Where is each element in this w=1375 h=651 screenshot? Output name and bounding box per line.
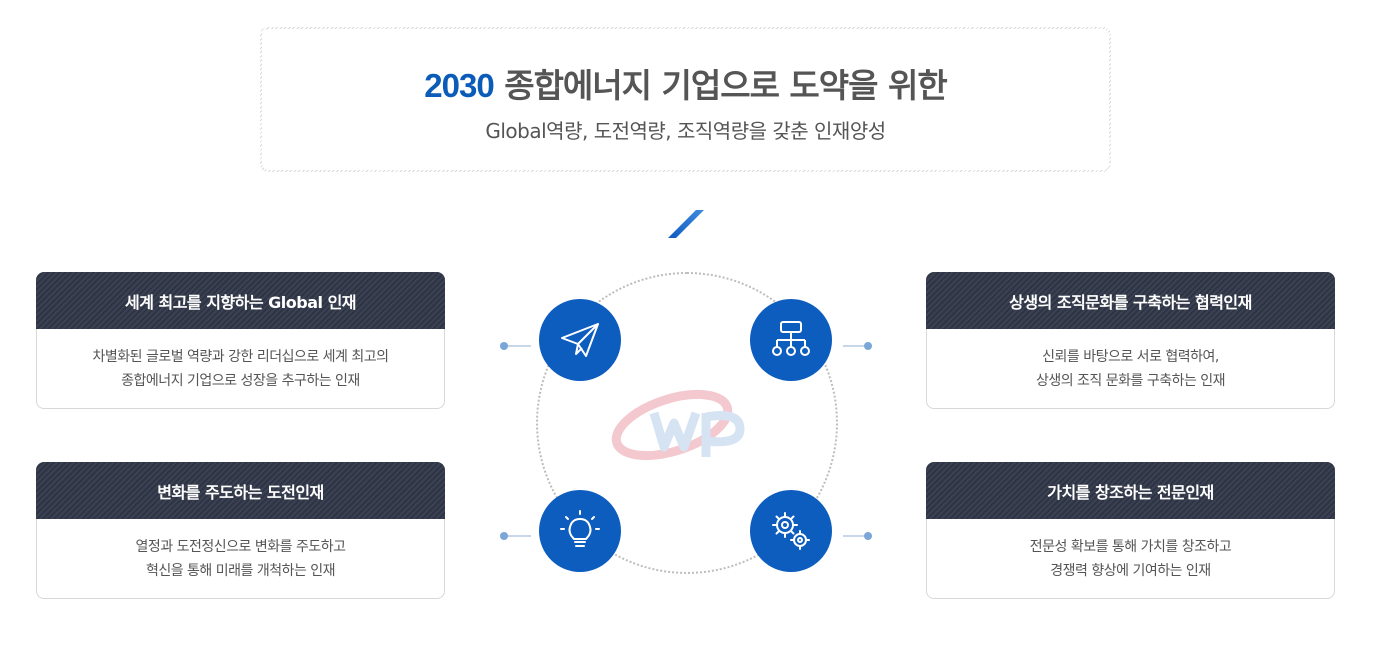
card-description-line: 전문성 확보를 통해 가치를 창조하고 — [1029, 538, 1232, 555]
paper-plane-icon — [561, 323, 599, 357]
headline-year: 2030 — [424, 67, 494, 104]
headline-text: 종합에너지 기업으로 도약을 위한 — [504, 66, 948, 105]
card-title: 상생의 조직문화를 구축하는 협력인재 — [926, 272, 1335, 329]
card-description-line: 혁신을 통해 미래를 개척하는 인재 — [145, 562, 336, 579]
connector-dot-br — [864, 532, 872, 540]
lightbulb-icon — [560, 510, 600, 547]
gears-icon — [772, 512, 810, 550]
card-description: 차별화된 글로벌 역량과 강한 리더십으로 세계 최고의 종합에너지 기업으로 … — [36, 329, 445, 409]
headline-box: 2030 종합에너지 기업으로 도약을 위한 Global역량, 도전역량, 조… — [260, 27, 1111, 172]
headline-box-inner: 2030 종합에너지 기업으로 도약을 위한 Global역량, 도전역량, 조… — [262, 29, 1109, 170]
cooperative-talent-badge — [750, 299, 832, 381]
card-description-line: 신뢰를 바탕으로 서로 협력하여, — [1042, 348, 1219, 365]
card-expert-talent: 가치를 창조하는 전문인재 전문성 확보를 통해 가치를 창조하고 경쟁력 향상… — [926, 462, 1335, 599]
headline-title: 2030 종합에너지 기업으로 도약을 위한 — [262, 29, 1109, 107]
connector-dot-bl — [500, 532, 508, 540]
card-description-line: 차별화된 글로벌 역량과 강한 리더십으로 세계 최고의 — [92, 348, 389, 365]
slash-decoration-icon — [668, 210, 704, 238]
card-description: 신뢰를 바탕으로 서로 협력하여, 상생의 조직 문화를 구축하는 인재 — [926, 329, 1335, 409]
card-description-line: 상생의 조직 문화를 구축하는 인재 — [1035, 372, 1226, 389]
card-description-line: 경쟁력 향상에 기여하는 인재 — [1050, 562, 1211, 579]
challenge-talent-badge — [539, 490, 621, 572]
card-title: 변화를 주도하는 도전인재 — [36, 462, 445, 519]
connector-dot-tr — [864, 342, 872, 350]
expert-talent-badge — [750, 490, 832, 572]
card-cooperative-talent: 상생의 조직문화를 구축하는 협력인재 신뢰를 바탕으로 서로 협력하여, 상생… — [926, 272, 1335, 409]
card-title: 가치를 창조하는 전문인재 — [926, 462, 1335, 519]
org-chart-icon — [772, 321, 810, 356]
watermark-logo-icon — [611, 389, 745, 461]
center-ring — [536, 272, 838, 574]
card-description-line: 열정과 도전정신으로 변화를 주도하고 — [135, 538, 346, 555]
global-talent-badge — [539, 299, 621, 381]
card-description-line: 종합에너지 기업으로 성장을 추구하는 인재 — [121, 372, 360, 389]
connector-dot-tl — [500, 342, 508, 350]
connector-line-bl — [507, 535, 531, 537]
card-description: 열정과 도전정신으로 변화를 주도하고 혁신을 통해 미래를 개척하는 인재 — [36, 519, 445, 599]
card-challenge-talent: 변화를 주도하는 도전인재 열정과 도전정신으로 변화를 주도하고 혁신을 통해… — [36, 462, 445, 599]
connector-line-tr — [843, 345, 867, 347]
card-description: 전문성 확보를 통해 가치를 창조하고 경쟁력 향상에 기여하는 인재 — [926, 519, 1335, 599]
connector-line-tl — [507, 345, 531, 347]
connector-line-br — [843, 535, 867, 537]
card-global-talent: 세계 최고를 지향하는 Global 인재 차별화된 글로벌 역량과 강한 리더… — [36, 272, 445, 409]
headline-subtitle: Global역량, 도전역량, 조직역량을 갖춘 인재양성 — [485, 119, 886, 143]
card-title: 세계 최고를 지향하는 Global 인재 — [36, 272, 445, 329]
